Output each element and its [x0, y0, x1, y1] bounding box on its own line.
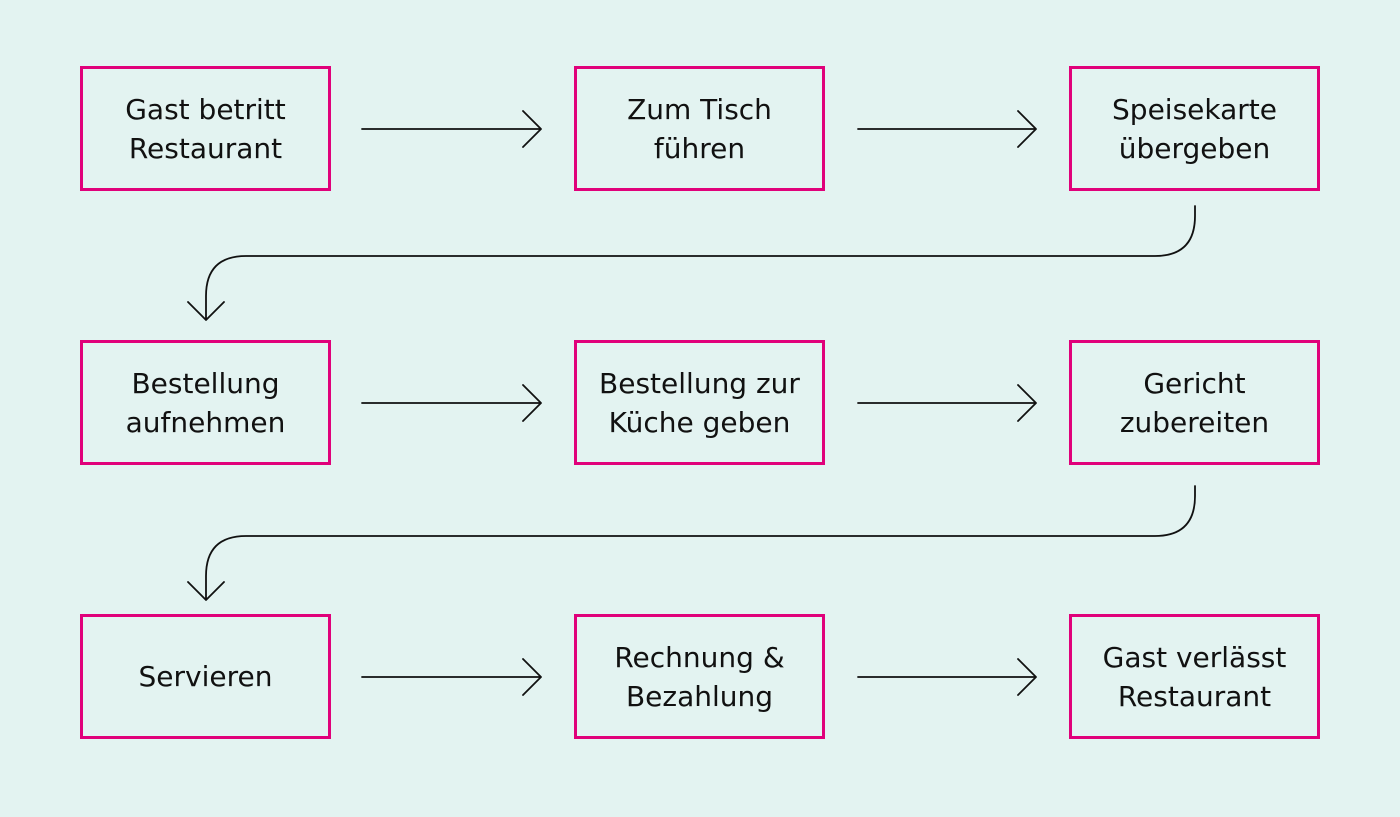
- step-label: Gast betritt Restaurant: [125, 92, 286, 165]
- step-box-guest-leaves: Gast verlässt Restaurant: [1069, 614, 1320, 739]
- arrow-step6-to-step7: [187, 485, 1196, 601]
- step-label: Bestellung zur Küche geben: [599, 366, 800, 439]
- step-box-seat-guest: Zum Tisch führen: [574, 66, 825, 191]
- step-label: Bestellung aufnehmen: [125, 366, 286, 439]
- arrow-step8-to-step9: [857, 658, 1037, 696]
- step-label: Gericht zubereiten: [1119, 366, 1270, 439]
- step-label: Zum Tisch führen: [627, 92, 772, 165]
- arrow-step2-to-step3: [857, 110, 1037, 148]
- step-box-hand-menu: Speisekarte übergeben: [1069, 66, 1320, 191]
- step-box-prepare-dish: Gericht zubereiten: [1069, 340, 1320, 465]
- step-label: Gast verlässt Restaurant: [1102, 640, 1287, 713]
- step-box-bill-payment: Rechnung & Bezahlung: [574, 614, 825, 739]
- step-label: Servieren: [138, 660, 273, 693]
- arrow-step5-to-step6: [857, 384, 1037, 422]
- step-box-order-to-kitchen: Bestellung zur Küche geben: [574, 340, 825, 465]
- step-box-take-order: Bestellung aufnehmen: [80, 340, 331, 465]
- arrow-step1-to-step2: [361, 110, 542, 148]
- arrow-step4-to-step5: [361, 384, 542, 422]
- step-box-guest-enters: Gast betritt Restaurant: [80, 66, 331, 191]
- step-label: Rechnung & Bezahlung: [614, 640, 785, 713]
- step-label: Speisekarte übergeben: [1112, 92, 1277, 165]
- arrow-step7-to-step8: [361, 658, 542, 696]
- step-box-serve: Servieren: [80, 614, 331, 739]
- arrow-step3-to-step4: [187, 205, 1196, 321]
